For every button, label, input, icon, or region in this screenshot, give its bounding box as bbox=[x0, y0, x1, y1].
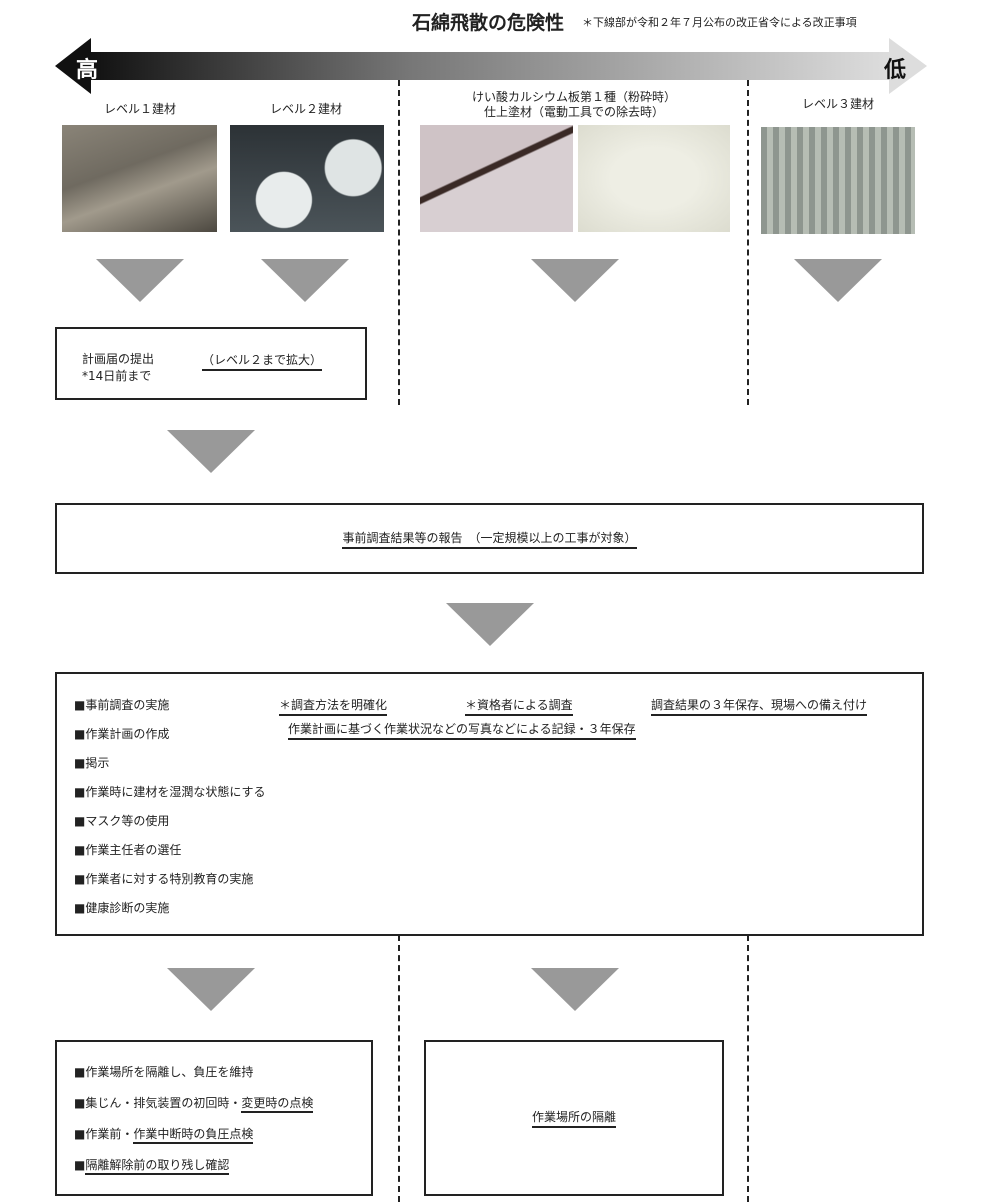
down-arrow-icon bbox=[531, 968, 619, 1011]
calcium-label-2: 仕上塗材（電動工具での除去時） bbox=[483, 105, 664, 119]
isolation-box: ■作業場所を隔離し、負圧を維持 ■集じん・排気装置の初回時・変更時の点検 ■作業… bbox=[55, 1040, 373, 1196]
divider bbox=[747, 935, 749, 1202]
down-arrow-icon bbox=[446, 603, 534, 646]
low-label: 低 bbox=[884, 58, 907, 83]
down-arrow-icon bbox=[96, 259, 184, 302]
measure-item: ■作業者に対する特別教育の実施 bbox=[74, 872, 254, 886]
level1-photo bbox=[62, 125, 217, 232]
calcium-board-photo bbox=[420, 125, 573, 232]
plan-line1: 計画届の提出 bbox=[82, 352, 155, 366]
high-label: 高 bbox=[76, 58, 99, 83]
divider bbox=[747, 80, 749, 405]
isolation-simple-text: 作業場所の隔離 bbox=[531, 1108, 616, 1128]
plan-expanded: （レベル２まで拡大） bbox=[202, 351, 323, 371]
down-arrow-icon bbox=[167, 430, 255, 473]
note-qualified: ＊資格者による調査 bbox=[465, 696, 573, 716]
risk-scale-bar bbox=[90, 52, 890, 80]
down-arrow-icon bbox=[167, 968, 255, 1011]
note-method: ＊調査方法を明確化 bbox=[279, 696, 388, 716]
calcium-label-1: けい酸カルシウム板第１種（粉砕時） bbox=[471, 90, 676, 104]
measure-item: ■作業計画の作成 bbox=[74, 727, 170, 741]
plan-notification-box: 計画届の提出 *14日前まで （レベル２まで拡大） bbox=[55, 327, 367, 400]
page-title: 石綿飛散の危険性 bbox=[412, 12, 565, 34]
down-arrow-icon bbox=[261, 259, 349, 302]
level2-label: レベル２建材 bbox=[269, 102, 342, 116]
isolation-item-text: ■集じん・排気装置の初回時・ bbox=[74, 1096, 242, 1110]
arrow-right-icon bbox=[889, 38, 927, 94]
down-arrow-icon bbox=[794, 259, 882, 302]
measure-item: ■作業時に建材を湿潤な状態にする bbox=[74, 785, 266, 799]
down-arrow-icon bbox=[531, 259, 619, 302]
level3-photo bbox=[761, 127, 915, 234]
plan-line2: *14日前まで bbox=[82, 369, 152, 383]
measure-item: ■健康診断の実施 bbox=[74, 901, 170, 915]
isolation-item-underlined: 変更時の点検 bbox=[241, 1096, 314, 1113]
finish-coating-photo bbox=[578, 125, 730, 232]
divider bbox=[398, 80, 400, 405]
isolation-item: ■隔離解除前の取り残し確認 bbox=[74, 1156, 230, 1175]
isolation-item: ■集じん・排気装置の初回時・変更時の点検 bbox=[74, 1094, 314, 1113]
divider bbox=[398, 935, 400, 1202]
isolation-item: ■作業場所を隔離し、負圧を維持 bbox=[74, 1065, 254, 1079]
isolation-simple-box: 作業場所の隔離 bbox=[424, 1040, 724, 1196]
measure-item: ■マスク等の使用 bbox=[74, 814, 170, 828]
level3-label: レベル３建材 bbox=[801, 97, 874, 111]
header-note: ＊下線部が令和２年７月公布の改正省令による改正事項 bbox=[582, 16, 857, 29]
measure-item: ■事前調査の実施 bbox=[74, 698, 170, 712]
report-box: 事前調査結果等の報告 （一定規模以上の工事が対象） bbox=[55, 503, 924, 574]
note-retention: 調査結果の３年保存、現場への備え付け bbox=[651, 696, 868, 716]
measures-box: ■事前調査の実施 ■作業計画の作成 ■掲示 ■作業時に建材を湿潤な状態にする ■… bbox=[55, 672, 924, 936]
level2-photo bbox=[230, 125, 384, 232]
isolation-item: ■作業前・作業中断時の負圧点検 bbox=[74, 1125, 254, 1144]
report-text: 事前調査結果等の報告 （一定規模以上の工事が対象） bbox=[342, 529, 637, 549]
level1-label: レベル１建材 bbox=[103, 102, 176, 116]
isolation-item-text: ■ bbox=[74, 1158, 86, 1172]
isolation-item-underlined: 隔離解除前の取り残し確認 bbox=[85, 1158, 230, 1175]
isolation-item-text: ■作業前・ bbox=[74, 1127, 134, 1141]
measure-item: ■作業主任者の選任 bbox=[74, 843, 182, 857]
note-record: 作業計画に基づく作業状況などの写真などによる記録・３年保存 bbox=[288, 720, 636, 740]
measure-item: ■掲示 bbox=[74, 756, 110, 770]
isolation-item-underlined: 作業中断時の負圧点検 bbox=[133, 1127, 254, 1144]
arrow-left-icon bbox=[55, 38, 91, 94]
